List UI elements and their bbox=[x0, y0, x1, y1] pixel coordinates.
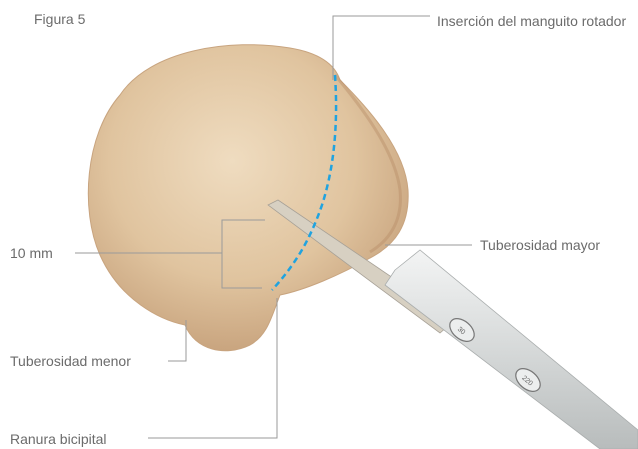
label-bicipital-groove: Ranura bicipital bbox=[10, 430, 107, 448]
humeral-head-shape bbox=[88, 45, 408, 351]
label-measurement: 10 mm bbox=[10, 244, 53, 262]
label-lesser-tuberosity: Tuberosidad menor bbox=[10, 352, 131, 370]
figure-title: Figura 5 bbox=[34, 10, 85, 28]
leader-rotator-cuff bbox=[333, 16, 430, 80]
label-greater-tuberosity: Tuberosidad mayor bbox=[480, 236, 600, 254]
leader-lesser-tuberosity bbox=[168, 320, 186, 361]
label-rotator-cuff-insertion: Inserción del manguito rotador bbox=[437, 12, 627, 30]
